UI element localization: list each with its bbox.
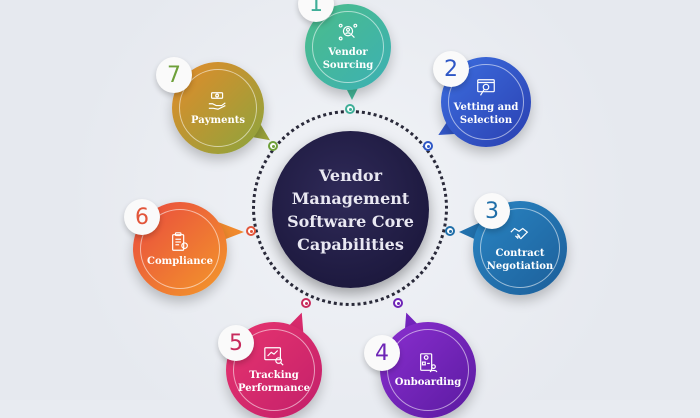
center-title: Vendor Management Software Core Capabili…: [287, 165, 414, 254]
center-hub: Vendor Management Software Core Capabili…: [272, 131, 429, 288]
vendor-search-icon: [338, 23, 358, 41]
capability-onboarding: Onboarding: [380, 322, 476, 418]
ring-connector-dot: [268, 141, 278, 151]
capability-label: Vetting and Selection: [453, 102, 519, 126]
number-badge: 4: [364, 335, 400, 371]
capability-label: Payments: [190, 114, 245, 126]
vetting-magnifier-icon: [477, 79, 495, 96]
ring-connector-dot: [345, 104, 355, 114]
handshake-icon: [510, 227, 529, 240]
number-badge: 5: [218, 325, 254, 361]
ring-connector-dot: [301, 298, 311, 308]
performance-chart-icon: [264, 347, 284, 366]
number-badge: 1: [298, 0, 334, 22]
number-badge: 7: [156, 57, 192, 93]
ring-connector-dot: [246, 226, 256, 236]
capability-label: Vendor Sourcing: [322, 47, 374, 71]
payment-hand-icon: [208, 91, 226, 110]
onboarding-checklist-icon: [420, 352, 438, 372]
ring-connector-dot: [393, 298, 403, 308]
number-badge: 2: [433, 51, 469, 87]
capability-label: Tracking Performance: [238, 370, 310, 394]
number-badge: 3: [474, 193, 510, 229]
capability-label: Onboarding: [394, 376, 462, 388]
ring-connector-dot: [445, 226, 455, 236]
ring-connector-dot: [423, 141, 433, 151]
number-badge: 6: [124, 199, 160, 235]
compliance-clipboard-icon: [172, 231, 188, 251]
capability-label: Compliance: [146, 255, 213, 267]
capability-label: Contract Negotiation: [486, 248, 554, 272]
